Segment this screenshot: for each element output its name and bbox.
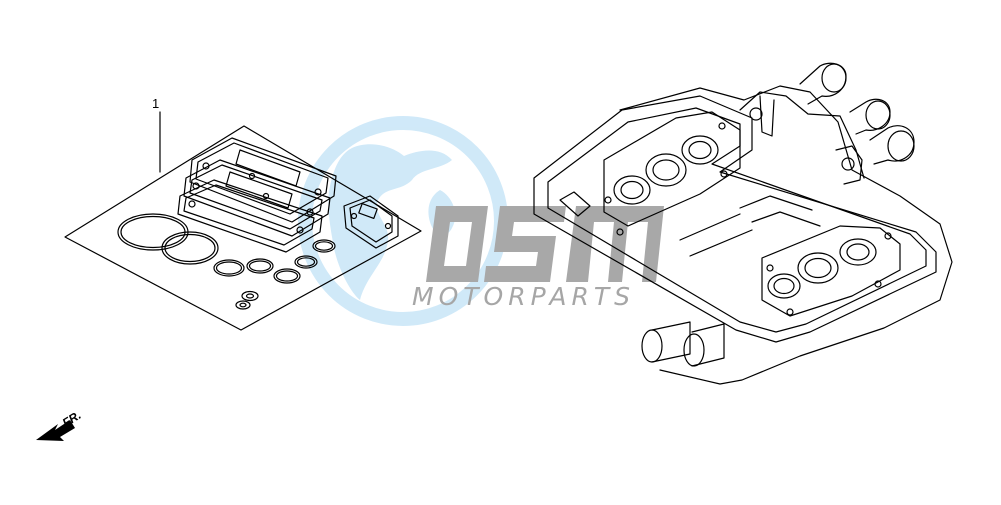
gasket-kit: [64, 111, 422, 331]
o-ring-large-left: [117, 213, 189, 251]
engine-assembly: [533, 62, 953, 385]
washer-2: [235, 300, 251, 310]
head-gasket-stack: [177, 137, 337, 253]
washer-1: [241, 290, 259, 302]
o-ring-small-2: [294, 255, 318, 269]
small-square-gasket: [343, 195, 399, 249]
front-tubes: [641, 321, 725, 367]
o-ring-med-1: [213, 259, 245, 277]
upper-cylinder-head: [603, 111, 741, 236]
callout-number: 1: [152, 96, 160, 111]
watermark-logo-osm: [426, 206, 664, 282]
lower-cylinder-head: [761, 225, 901, 317]
o-ring-small-1: [312, 239, 336, 253]
gasket-kit-tray: [64, 125, 422, 331]
rear-tubes: [799, 62, 915, 165]
o-ring-large-mid: [161, 231, 219, 265]
o-ring-med-2: [246, 258, 274, 274]
o-ring-med-3: [273, 268, 301, 284]
watermark-subtitle: MOTORPARTS: [412, 282, 636, 311]
frame-gasket-outer: [533, 95, 937, 343]
front-direction-arrow: [36, 420, 75, 441]
